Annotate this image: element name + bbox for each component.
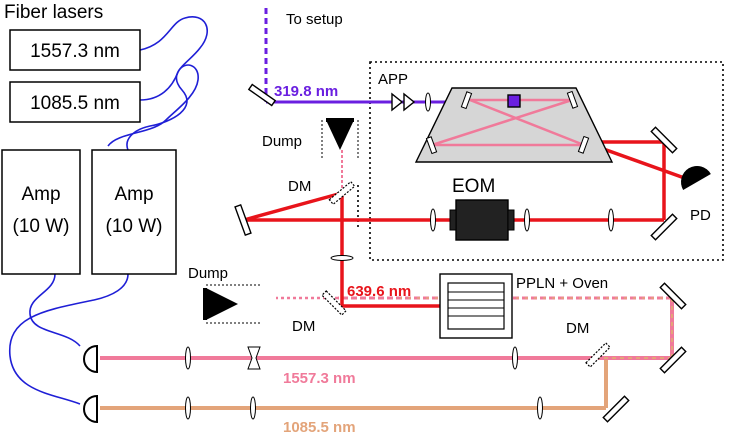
collimator-1085 xyxy=(83,394,98,424)
to-setup-label: To setup xyxy=(286,11,343,28)
amplifier-1: Amp (10 W) xyxy=(1,149,81,275)
pink-wavelength-label: 1557.3 nm xyxy=(283,370,356,387)
laser-1557: 1557.3 nm xyxy=(9,29,141,71)
lens-pink-2 xyxy=(512,346,518,370)
collimator-1557 xyxy=(83,344,98,374)
lens-red-1 xyxy=(430,208,436,232)
cavity-enclosure xyxy=(369,61,724,261)
amplifier-2-title: Amp xyxy=(114,184,153,205)
nonlinear-crystal xyxy=(507,94,521,108)
lens-pink-1 xyxy=(185,346,191,370)
anamorphic-prism-pair xyxy=(391,92,416,112)
tan-wavelength-label: 1085.5 nm xyxy=(283,419,356,436)
amplifier-1-title: Amp xyxy=(21,184,60,205)
cavity-mirror xyxy=(577,135,590,154)
dm-upper-label: DM xyxy=(288,178,311,195)
red-wavelength-label: 639.6 nm xyxy=(347,283,411,300)
laser-1085-label: 1085.5 nm xyxy=(30,93,120,114)
amplifier-1-power: (10 W) xyxy=(13,216,70,237)
uv-wavelength-label: 319.8 nm xyxy=(274,83,338,100)
ppln-label: PPLN + Oven xyxy=(516,275,608,292)
cavity-mirror xyxy=(425,136,438,155)
mirror-pink-right xyxy=(659,346,687,374)
eom xyxy=(449,199,515,241)
lens-tan-3 xyxy=(537,396,543,420)
dm-right-label: DM xyxy=(566,320,589,337)
mirror-ppln-right xyxy=(659,282,687,310)
laser-1085: 1085.5 nm xyxy=(9,81,141,123)
lens-tan-2 xyxy=(250,396,256,420)
fiber-lasers-title: Fiber lasers xyxy=(4,2,103,23)
dm-right xyxy=(585,342,611,368)
mirror-uv xyxy=(247,83,277,107)
beam-1085 xyxy=(100,360,608,410)
dm-lower xyxy=(321,290,347,316)
eom-label: EOM xyxy=(452,176,495,197)
dump-left-label: Dump xyxy=(188,265,228,282)
photodiode xyxy=(681,166,711,190)
app-label: APP xyxy=(378,71,408,88)
lens-pink-diverging xyxy=(247,346,261,370)
cavity-mirror xyxy=(566,90,579,109)
mirror-left xyxy=(234,203,252,237)
lens-red-3 xyxy=(608,208,614,232)
cavity-mirror xyxy=(460,91,473,110)
lenses xyxy=(185,208,614,420)
dm-upper xyxy=(328,180,356,206)
mirror-tan-right xyxy=(602,395,630,423)
fiber-cables xyxy=(9,16,209,405)
dm-lower-label: DM xyxy=(292,318,315,335)
laser-1557-label: 1557.3 nm xyxy=(30,41,120,62)
dump-top-label: Dump xyxy=(262,133,302,150)
lens-vertical-red xyxy=(330,255,354,261)
mirror-bottom-right xyxy=(650,213,678,241)
pd-label: PD xyxy=(690,207,711,224)
dichroic-mirrors xyxy=(321,180,611,368)
lens-red-2 xyxy=(524,208,530,232)
mirrors xyxy=(234,83,687,423)
cavity xyxy=(414,87,614,163)
lens-tan-1 xyxy=(185,396,191,420)
amplifier-2-power: (10 W) xyxy=(106,216,163,237)
amplifier-2: Amp (10 W) xyxy=(91,149,177,275)
uv-lens xyxy=(425,92,431,112)
beam-dump-top xyxy=(321,118,359,160)
ppln-oven xyxy=(439,273,513,339)
mirror-top-right xyxy=(650,126,678,154)
beam-dump-left xyxy=(203,284,262,324)
